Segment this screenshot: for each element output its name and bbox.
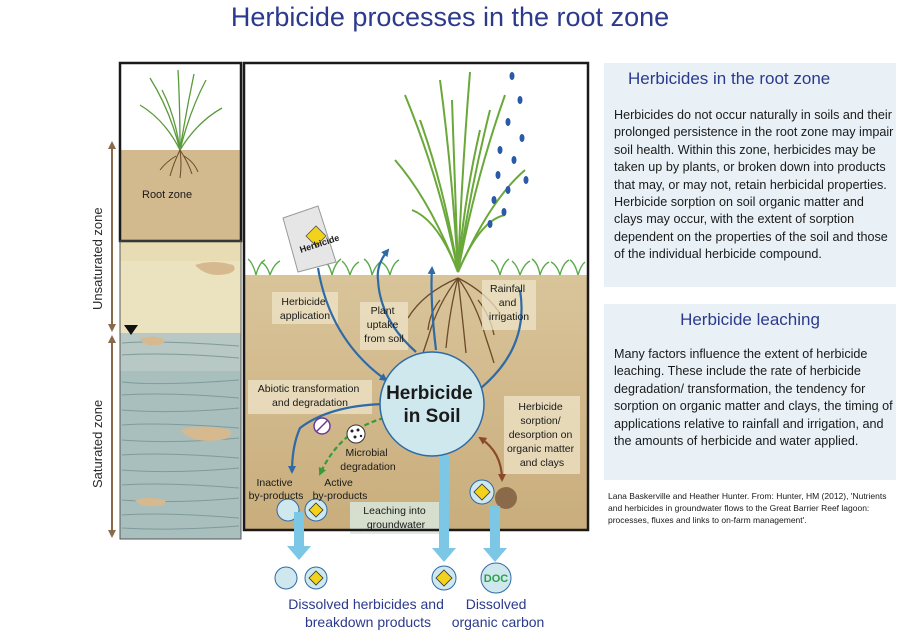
dissolved-herbicides-label: Dissolved herbicides and breakdown produ…	[288, 596, 448, 630]
source-credit: Lana Baskerville and Heather Hunter. Fro…	[608, 491, 887, 525]
uptake-arrow-2	[427, 266, 438, 351]
water-table-icon	[124, 325, 138, 335]
active-byproducts-label: Active by-products	[313, 477, 368, 502]
doc-badge	[480, 562, 512, 594]
inactive-byproducts-label: Inactive by-products	[249, 477, 304, 502]
sorption-label: Herbicide sorption/ desorption on organi…	[507, 401, 577, 469]
abiotic-label: Abiotic transformation and degradation	[258, 383, 362, 409]
sorption-arrow	[478, 436, 506, 482]
leaching-info-panel: Herbicide leaching Many factors influenc…	[604, 304, 896, 480]
uptake-arrow	[376, 248, 417, 353]
herbicide-in-soil-circle	[379, 351, 485, 457]
herbicide-in-soil-label: Herbicide in Soil	[386, 383, 478, 427]
leaching-label: Leaching into groundwater	[363, 505, 428, 531]
unsaturated-zone-label: Unsaturated zone	[90, 207, 105, 310]
herbicide-bag-icon	[282, 205, 337, 273]
application-arrow	[316, 267, 388, 382]
doc-badge-label: DOC	[484, 573, 509, 585]
application-label: Herbicide application	[280, 296, 330, 322]
root-zone-heading: Herbicides in the root zone	[628, 69, 831, 88]
organic-matter-particle-icon	[495, 487, 517, 509]
seedlings	[247, 258, 586, 276]
process-box: Herbicide	[242, 61, 590, 534]
page-title: Herbicide processes in the root zone	[230, 2, 670, 32]
rain-drops	[487, 72, 529, 228]
soil-profile: Root zone	[118, 61, 243, 540]
root-zone-label: Root zone	[142, 189, 192, 201]
rainfall-arrow	[474, 289, 523, 394]
root-zone-text: Herbicides do not occur naturally in soi…	[614, 108, 894, 262]
rainfall-label: Rainfall and irrigation	[489, 283, 529, 323]
abiotic-arrow	[288, 402, 387, 474]
inactive-byproduct-icon	[276, 498, 300, 522]
leaching-arrows	[287, 456, 507, 562]
saturated-zone-label: Saturated zone	[90, 400, 105, 488]
grass-plant	[394, 71, 526, 273]
output-inactive-icon	[274, 566, 298, 590]
leaching-heading: Herbicide leaching	[680, 310, 820, 329]
dissolved-carbon-label: Dissolved organic carbon	[452, 596, 545, 630]
root-zone-info-panel: Herbicides in the root zone Herbicides d…	[604, 63, 896, 287]
zone-indicators: Unsaturated zone Saturated zone	[90, 141, 116, 538]
microbial-arrow	[318, 416, 385, 476]
plant-uptake-label: Plant uptake from soil	[364, 305, 404, 345]
microbe-icon	[346, 424, 366, 444]
microbial-label: Microbial degradation	[340, 447, 396, 473]
leaching-text: Many factors influence the extent of her…	[614, 347, 893, 449]
